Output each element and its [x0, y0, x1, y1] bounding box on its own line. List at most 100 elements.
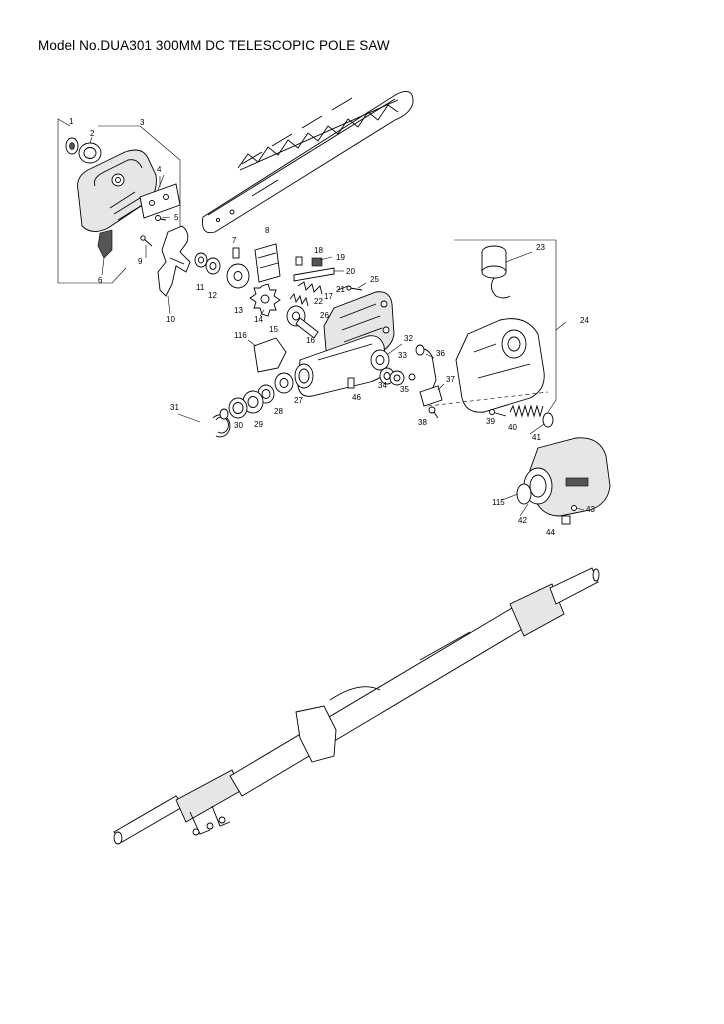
callout-20: 20 — [346, 267, 355, 276]
callout-9: 9 — [138, 257, 143, 266]
part-14-sprocket — [249, 283, 281, 317]
part-30-washer — [228, 397, 248, 419]
part-17-spring — [297, 281, 323, 295]
part-43-screw — [571, 505, 577, 511]
part-13-sprocket-washer — [226, 263, 250, 289]
callout-17: 17 — [324, 292, 333, 301]
page-title: Model No.DUA301 300MM DC TELESCOPIC POLE… — [38, 38, 390, 53]
callout-33: 33 — [398, 351, 407, 360]
callout-22: 22 — [314, 297, 323, 306]
callout-37: 37 — [446, 375, 455, 384]
callout-29: 29 — [254, 420, 263, 429]
part-46-screw — [347, 377, 355, 389]
callout-10: 10 — [166, 315, 175, 324]
callout-3: 3 — [140, 118, 145, 127]
callout-6: 6 — [98, 276, 103, 285]
callout-labels: 1 2 3 4 5 6 7 8 9 10 11 12 13 14 15 16 1… — [69, 117, 595, 537]
part-25-screw — [346, 285, 363, 291]
part-2-knob — [78, 136, 102, 164]
part-39-bolt — [489, 409, 507, 417]
part-12-washer — [205, 257, 221, 275]
part-6-latch — [97, 229, 113, 259]
part-23-oil-cap — [481, 245, 511, 299]
part-3-sprocket-cover — [77, 149, 157, 232]
callout-18: 18 — [314, 246, 323, 255]
part-35-ring — [408, 373, 416, 381]
callout-15: 15 — [269, 325, 278, 334]
callout-13: 13 — [234, 306, 243, 315]
callout-2: 2 — [90, 129, 95, 138]
part-11-washer — [194, 252, 208, 268]
part-5-screw — [155, 215, 167, 221]
guide-bar — [202, 91, 414, 234]
callout-30: 30 — [234, 421, 243, 430]
part-21-pin — [337, 285, 349, 291]
callout-32: 32 — [404, 334, 413, 343]
callout-4: 4 — [157, 165, 162, 174]
callout-44: 44 — [546, 528, 555, 537]
part-27-gear — [274, 372, 294, 394]
callout-40: 40 — [508, 423, 517, 432]
part-8-plate — [254, 243, 281, 283]
callout-7: 7 — [232, 236, 237, 245]
part-38-screw — [428, 406, 439, 419]
part-18-screw — [295, 256, 303, 266]
part-20-adjuster — [293, 267, 335, 282]
callout-16: 16 — [306, 336, 315, 345]
callout-27: 27 — [294, 396, 303, 405]
assembly-bracket-right — [454, 239, 567, 413]
callout-41: 41 — [532, 433, 541, 442]
callout-23: 23 — [536, 243, 545, 252]
assembly-axis-line — [427, 391, 549, 407]
leader-lines — [101, 174, 585, 517]
part-115-ring — [516, 483, 532, 505]
callout-24: 24 — [580, 316, 589, 325]
callout-39: 39 — [486, 417, 495, 426]
part-4-plate — [139, 176, 181, 219]
callout-14: 14 — [254, 315, 263, 324]
part-36-oil-pipe — [415, 344, 437, 391]
part-1-nut — [65, 137, 79, 155]
part-16-shaft — [286, 305, 319, 339]
part-116-label — [247, 339, 257, 347]
part-44-bolt — [561, 515, 571, 525]
part-10-bucking-spike — [157, 225, 191, 297]
part-24-housing — [455, 318, 545, 413]
callout-5: 5 — [174, 213, 179, 222]
callout-19: 19 — [336, 253, 345, 262]
callout-28: 28 — [274, 407, 283, 416]
callout-34: 34 — [378, 381, 387, 390]
part-32-bearing — [370, 349, 390, 371]
callout-35: 35 — [400, 385, 409, 394]
callout-43: 43 — [586, 505, 595, 514]
callout-31: 31 — [170, 403, 179, 412]
callout-12: 12 — [208, 291, 217, 300]
saw-chain — [237, 97, 399, 171]
part-22-spring — [289, 293, 309, 307]
part-9-bolt — [140, 235, 153, 247]
part-40-spring — [509, 404, 544, 418]
callout-38: 38 — [418, 418, 427, 427]
assembly-bracket-left — [57, 118, 181, 284]
part-19-nut — [311, 257, 323, 267]
callout-26: 26 — [320, 311, 329, 320]
callout-116: 116 — [234, 331, 247, 340]
callout-21: 21 — [336, 285, 345, 294]
part-31-retaining-ring — [212, 414, 231, 438]
telescopic-pole — [113, 567, 600, 845]
callout-115: 115 — [492, 498, 505, 507]
callout-25: 25 — [370, 275, 379, 284]
part-7-pin — [232, 247, 240, 259]
callout-36: 36 — [436, 349, 445, 358]
part-42-housing — [523, 437, 611, 517]
callout-1: 1 — [69, 117, 74, 126]
callout-11: 11 — [196, 283, 205, 292]
part-30b-small-ring — [219, 408, 229, 420]
callout-42: 42 — [518, 516, 527, 525]
part-41-knob — [542, 412, 554, 428]
part-15-cover — [253, 337, 287, 373]
callout-8: 8 — [265, 226, 270, 235]
part-37-clamp — [419, 385, 443, 407]
part-34-washer — [389, 370, 405, 386]
